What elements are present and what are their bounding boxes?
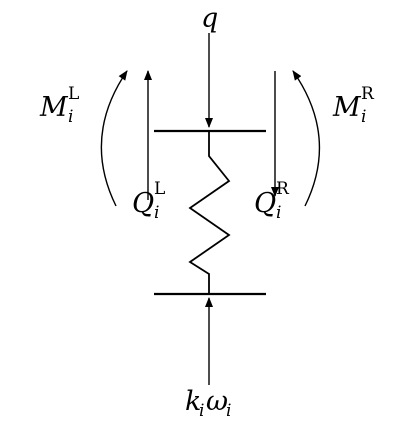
- svg-text:R: R: [276, 179, 290, 199]
- svg-text:i: i: [226, 401, 231, 421]
- svg-text:i: i: [276, 203, 281, 223]
- svg-text:R: R: [361, 84, 375, 104]
- svg-text:i: i: [361, 107, 366, 127]
- load-label: q: [201, 3, 218, 34]
- svg-text:i: i: [154, 203, 159, 223]
- moment-left-label: M L i: [39, 84, 79, 127]
- svg-text:i: i: [68, 107, 73, 127]
- svg-text:L: L: [68, 84, 79, 104]
- svg-text:k: k: [185, 386, 201, 417]
- svg-text:L: L: [154, 179, 165, 199]
- shear-left-label: Q L i: [132, 179, 165, 223]
- reaction-label: k i ω i: [185, 386, 231, 421]
- svg-text:i: i: [199, 401, 204, 421]
- svg-text:M: M: [332, 92, 362, 123]
- svg-text:M: M: [39, 92, 69, 123]
- svg-text:ω: ω: [206, 386, 228, 417]
- svg-text:Q: Q: [132, 188, 154, 219]
- moment-right-label: M R i: [332, 84, 375, 127]
- shear-right-label: Q R i: [254, 179, 290, 223]
- moment-left-arrow: [100, 70, 128, 207]
- moment-right-arrow: [292, 70, 321, 207]
- svg-text:Q: Q: [254, 188, 276, 219]
- spring: [188, 131, 231, 294]
